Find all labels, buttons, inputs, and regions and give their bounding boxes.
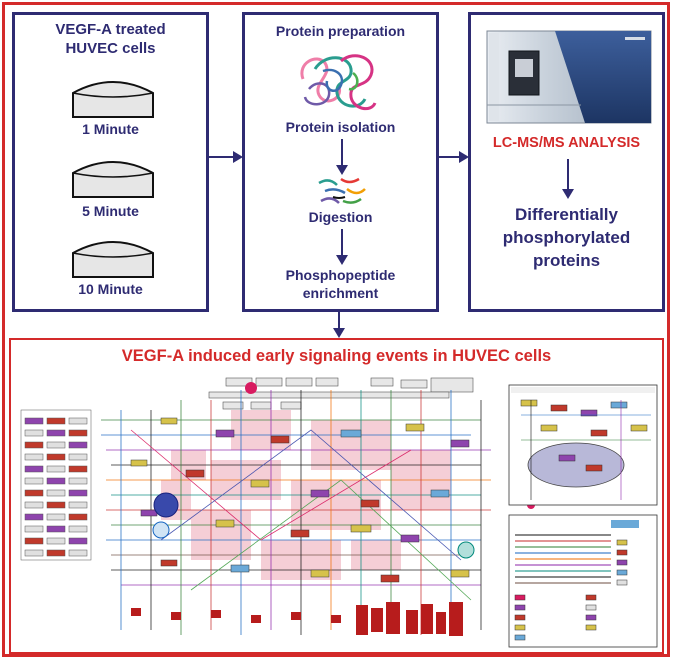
step-enrichment: enrichment	[302, 285, 379, 301]
timepoint-label: 5 Minute	[82, 203, 139, 219]
lcms-analysis-label: LC-MS/MS ANALYSIS	[492, 135, 641, 151]
peptide-fragments-icon	[318, 177, 366, 204]
panel-huvec-cells: VEGF-A treated HUVEC cells 1 Minute 5 Mi…	[12, 12, 209, 312]
panel2-title: Protein preparation	[275, 23, 406, 39]
step-protein-isolation: Protein isolation	[285, 119, 396, 135]
timepoint-label: 10 Minute	[78, 281, 143, 297]
result-line1: Differentially	[515, 205, 618, 224]
signaling-pathway-map	[20, 377, 658, 648]
mass-spectrometer-icon	[486, 30, 652, 124]
protein-tangle-icon	[300, 54, 377, 111]
step-digestion: Digestion	[308, 209, 373, 225]
result-line3: proteins	[532, 251, 601, 270]
panel-protein-preparation: Protein preparation Protein isolation Di…	[242, 12, 439, 312]
result-line2: phosphorylated	[502, 228, 631, 247]
arrow-right-icon	[439, 151, 469, 163]
arrow-down-icon	[336, 229, 348, 265]
petri-dish-icon	[72, 81, 154, 118]
arrow-down-icon	[562, 159, 574, 199]
arrow-down-icon	[336, 139, 348, 175]
signaling-map-title: VEGF-A induced early signaling events in…	[121, 347, 552, 365]
panel1-title-line1: VEGF-A treated	[55, 21, 166, 38]
step-phosphopeptide: Phosphopeptide	[285, 267, 396, 283]
panel-lcms-analysis: LC-MS/MS ANALYSIS Differentially phospho…	[468, 12, 665, 312]
signaling-map-panel: VEGF-A induced early signaling events in…	[9, 338, 664, 654]
petri-dish-icon	[72, 241, 154, 278]
outer-frame	[2, 2, 670, 657]
petri-dish-icon	[72, 161, 154, 198]
timepoint-label: 1 Minute	[82, 121, 139, 137]
panel1-title-line2: HUVEC cells	[65, 40, 156, 57]
arrow-down-icon	[333, 312, 345, 338]
arrow-right-icon	[209, 151, 243, 163]
